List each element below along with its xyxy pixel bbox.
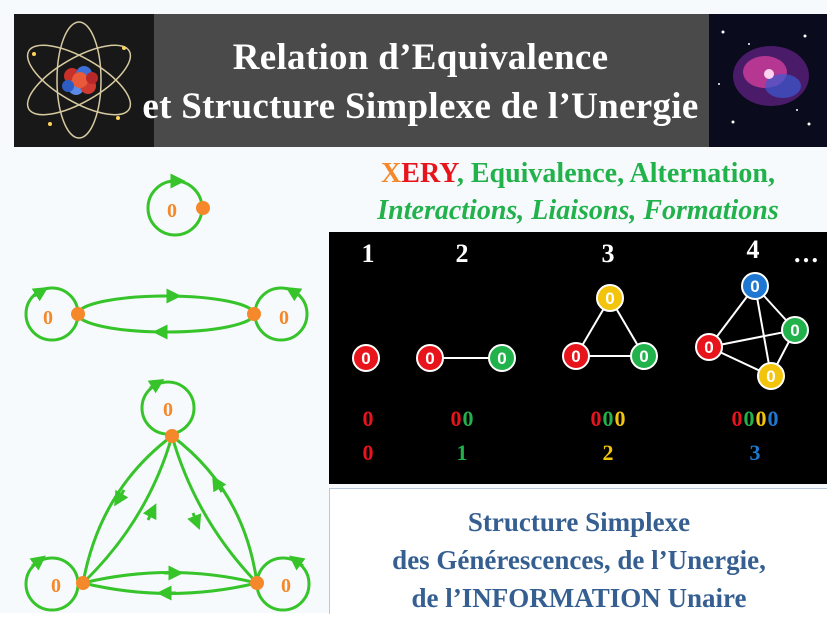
node-s4-green: 0 — [781, 316, 809, 344]
title-line-2: et Structure Simplexe de l’Unergie — [142, 86, 699, 127]
xery-ery: ERY — [401, 158, 457, 189]
svg-text:0: 0 — [361, 349, 370, 368]
node-s3-red: 0 — [562, 342, 590, 370]
caption-line-1: Structure Simplexe — [467, 507, 691, 537]
header-line-1: XERY, Equivalence, Alternation, — [329, 158, 827, 190]
node-s2-red: 0 — [416, 344, 444, 372]
svg-text:0: 0 — [571, 347, 580, 366]
code-counts: 0 1 2 3 — [363, 440, 761, 465]
code-digit-3c: 0 — [615, 406, 626, 431]
galaxy-image — [709, 14, 827, 147]
caption-box: Structure Simplexe des Générescences, de… — [329, 488, 827, 614]
code-digits: 0 0 0 0 0 0 0 0 0 0 — [363, 406, 779, 431]
simplex-number-1: 1 — [362, 239, 375, 268]
loop-pair-right-label: 0 — [279, 307, 289, 329]
node-s2-green: 0 — [488, 344, 516, 372]
node-s1-red: 0 — [352, 344, 380, 372]
svg-text:0: 0 — [425, 349, 434, 368]
node-s4-blue: 0 — [741, 272, 769, 300]
code-digit-2b: 0 — [463, 406, 474, 431]
simplex-number-4: 4 — [747, 235, 760, 264]
svg-text:0: 0 — [704, 338, 713, 357]
node-s4-yellow: 0 — [757, 362, 785, 390]
count-3: 2 — [603, 440, 614, 465]
simplex-number-2: 2 — [456, 239, 469, 268]
galaxy-icon — [718, 30, 811, 126]
xery-x: X — [381, 158, 402, 189]
atom-icon — [26, 21, 132, 139]
code-digit-4b: 0 — [744, 406, 755, 431]
title-banner: Relation d’Equivalence et Structure Simp… — [14, 14, 827, 147]
simplex-numbers: 1 2 3 4 … — [362, 235, 820, 268]
svg-text:0: 0 — [639, 347, 648, 366]
svg-text:0: 0 — [766, 367, 775, 386]
svg-text:0: 0 — [790, 321, 799, 340]
node-s3-yellow: 0 — [596, 284, 624, 312]
loop-single: 0 — [146, 173, 210, 237]
header-line-2: Interactions, Liaisons, Formations — [377, 195, 779, 226]
atom-image — [14, 14, 154, 147]
caption-line-2: des Générescences, de l’Unergie, — [392, 545, 766, 575]
loop-pair: 0 0 — [24, 286, 309, 342]
code-digit-4c: 0 — [756, 406, 767, 431]
node-s3-green: 0 — [630, 342, 658, 370]
title-line-1: Relation d’Equivalence — [232, 37, 609, 78]
code-digit-3a: 0 — [591, 406, 602, 431]
count-2: 1 — [457, 440, 468, 465]
svg-text:0: 0 — [605, 289, 614, 308]
caption-line-3: de l’INFORMATION Unaire — [411, 583, 747, 613]
svg-text:0: 0 — [750, 277, 759, 296]
code-digit-4a: 0 — [732, 406, 743, 431]
loop-triangle: 0 0 0 — [24, 379, 311, 612]
count-1: 0 — [363, 440, 374, 465]
simplex-ellipsis: … — [793, 239, 819, 268]
code-digit-1a: 0 — [363, 406, 374, 431]
code-digit-4d: 0 — [768, 406, 779, 431]
simplex-number-3: 3 — [602, 239, 615, 268]
loop-pair-left-label: 0 — [43, 307, 53, 329]
loop-triangle-top-label: 0 — [163, 399, 173, 421]
simplex-nodes: 0 0 0 0 0 0 0 0 0 0 — [352, 272, 809, 390]
count-4: 3 — [750, 440, 761, 465]
code-digit-3b: 0 — [603, 406, 614, 431]
loop-triangle-right-label: 0 — [281, 575, 291, 597]
code-digit-2a: 0 — [451, 406, 462, 431]
loop-triangle-left-label: 0 — [51, 575, 61, 597]
svg-text:0: 0 — [497, 349, 506, 368]
loop-single-label: 0 — [167, 200, 177, 222]
node-s4-red: 0 — [695, 333, 723, 361]
header-line-1-rest: , Equivalence, Alternation, — [456, 158, 775, 189]
